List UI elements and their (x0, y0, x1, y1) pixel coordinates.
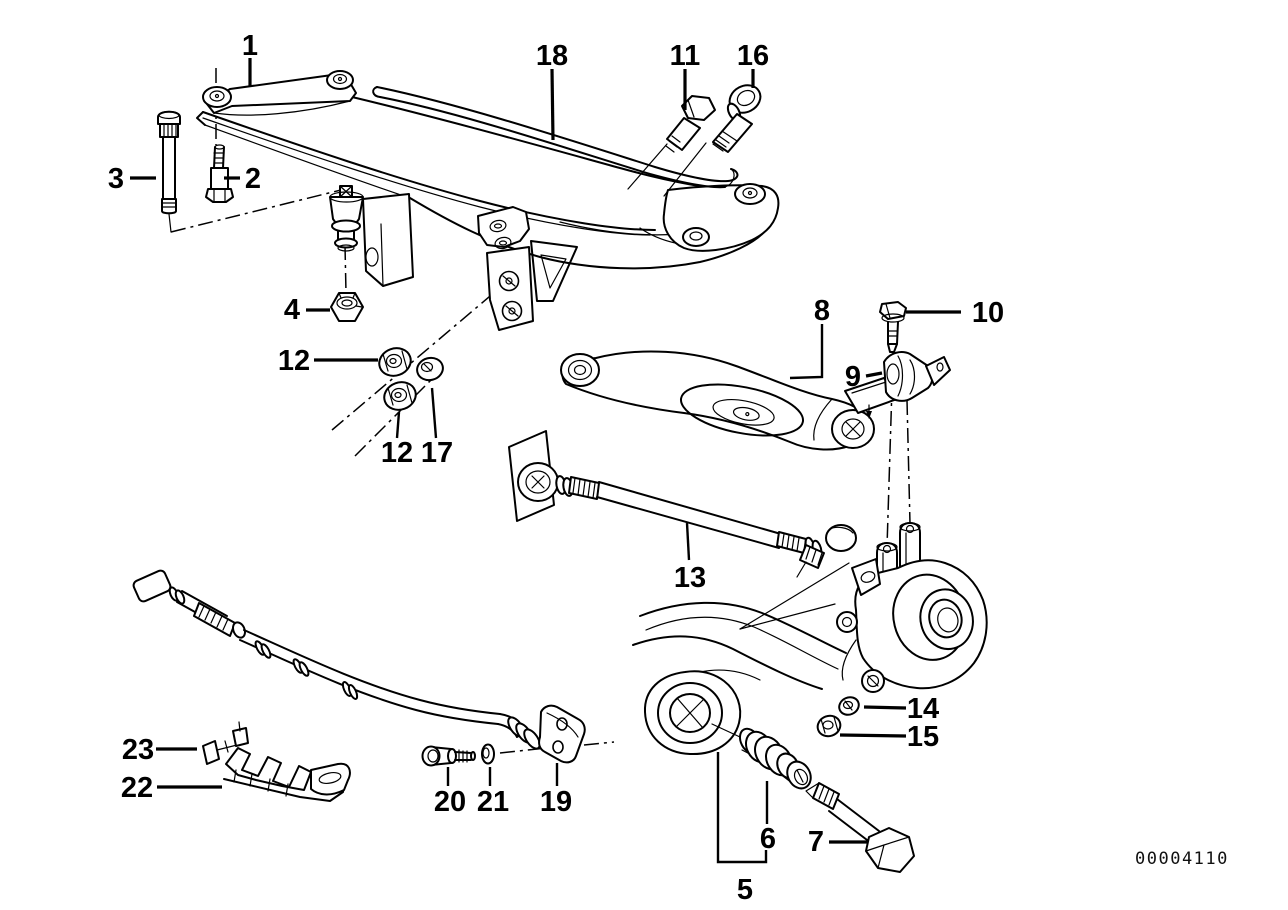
part-trailing-arm (632, 601, 847, 756)
part-bolt-2 (205, 144, 234, 203)
callout-23[interactable]: 23 (122, 734, 154, 766)
part-washer-14 (838, 696, 860, 716)
callout-4[interactable]: 4 (284, 294, 300, 326)
callout-3[interactable]: 3 (108, 163, 124, 195)
part-nut-12-lower (383, 381, 417, 411)
callout-9[interactable]: 9 (845, 361, 861, 393)
callout-18[interactable]: 18 (536, 40, 568, 72)
part-clip-23 (202, 721, 249, 765)
part-abs-sensor-cable (132, 569, 541, 750)
part-cable-clamp-22 (223, 747, 351, 802)
callout-13[interactable]: 13 (674, 562, 706, 594)
callout-12a[interactable]: 12 (278, 345, 310, 377)
callout-16[interactable]: 16 (737, 40, 769, 72)
part-bolt-10 (879, 301, 907, 353)
callout-19[interactable]: 19 (540, 786, 572, 818)
part-bolt-20 (421, 745, 476, 767)
part-mounting-bracket (477, 206, 578, 331)
callout-labels: 1 18 11 16 3 2 4 12 8 10 9 12 17 13 14 1… (108, 30, 1004, 906)
callout-2[interactable]: 2 (245, 163, 261, 195)
callout-8[interactable]: 8 (814, 295, 830, 327)
callout-17[interactable]: 17 (421, 437, 453, 469)
callout-11[interactable]: 11 (670, 40, 701, 72)
part-nut-15 (816, 714, 842, 738)
part-wheel-carrier (836, 522, 988, 693)
callout-6[interactable]: 6 (760, 823, 776, 855)
part-bolt-7 (805, 782, 915, 873)
part-washer-17 (416, 356, 444, 382)
callout-leaders (130, 58, 961, 864)
drawing-number: 00004110 (1135, 849, 1229, 869)
part-bolt-11 (665, 95, 716, 153)
part-washer-21 (481, 743, 495, 765)
callout-7[interactable]: 7 (808, 826, 824, 858)
callout-1[interactable]: 1 (242, 30, 258, 62)
part-rear-axle-carrier (196, 96, 780, 270)
part-bushing-6 (738, 727, 812, 790)
callout-12b[interactable]: 12 (381, 437, 413, 469)
callout-14[interactable]: 14 (907, 693, 939, 725)
part-reinforcement-plate (372, 86, 739, 189)
callout-22[interactable]: 22 (121, 772, 153, 804)
part-bolt-16 (712, 84, 762, 153)
part-pendulum-support (202, 70, 357, 116)
callout-21[interactable]: 21 (477, 786, 509, 818)
callout-20[interactable]: 20 (434, 786, 466, 818)
part-bushing-9 (844, 351, 951, 419)
part-holder-bracket-19 (538, 704, 586, 764)
part-track-rod (508, 430, 857, 578)
callout-10[interactable]: 10 (972, 297, 1004, 329)
part-nut-4 (330, 292, 364, 322)
part-bolt-3 (157, 110, 181, 233)
part-control-arm (560, 350, 875, 451)
part-nut-12-upper (378, 347, 412, 377)
callout-15[interactable]: 15 (907, 721, 939, 753)
part-vibration-damper-mount (329, 185, 414, 287)
callout-5[interactable]: 5 (737, 874, 753, 906)
